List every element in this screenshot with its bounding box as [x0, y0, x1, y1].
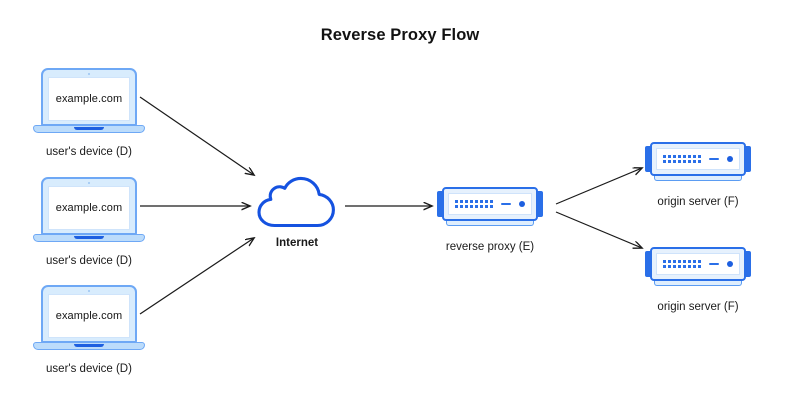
server-ear-left [645, 251, 654, 277]
server-icon [645, 245, 751, 291]
laptop-icon: example.com [33, 68, 145, 138]
server-body [650, 247, 746, 281]
edge-proxy-origin2 [555, 211, 642, 248]
laptop-screen-text: example.com [55, 93, 123, 105]
node-label-origin-2: origin server (F) [657, 301, 739, 313]
page-title: Reverse Proxy Flow [320, 26, 480, 44]
edge-proxy-origin1 [555, 168, 642, 205]
laptop-screen: example.com [48, 294, 130, 338]
server-vent-dots [663, 155, 701, 163]
laptop-screen-text: example.com [55, 202, 123, 214]
node-client-2[interactable]: example.com user's device (D) [33, 177, 145, 268]
node-label-origin-1: origin server (F) [657, 196, 739, 208]
node-label-client-2: user's device (D) [46, 255, 132, 267]
node-client-3[interactable]: example.com user's device (D) [33, 285, 145, 376]
laptop-screen: example.com [48, 77, 130, 121]
server-ear-right [742, 146, 751, 172]
node-reverse-proxy[interactable]: reverse proxy (E) [437, 185, 543, 254]
server-ear-right [742, 251, 751, 277]
server-body [442, 187, 538, 221]
laptop-notch [74, 126, 104, 130]
server-face [656, 148, 740, 170]
server-led-indicator [727, 261, 733, 267]
server-face [448, 193, 532, 215]
server-vent-dots [663, 260, 701, 268]
server-body [650, 142, 746, 176]
laptop-icon: example.com [33, 177, 145, 247]
laptop-camera-icon [88, 289, 90, 292]
server-slot-line [709, 158, 719, 160]
node-client-1[interactable]: example.com user's device (D) [33, 68, 145, 159]
server-ear-left [645, 146, 654, 172]
laptop-lid: example.com [41, 68, 137, 126]
node-internet[interactable]: Internet [256, 175, 338, 250]
edge-client1-internet [139, 96, 254, 175]
node-label-client-3: user's device (D) [46, 363, 132, 375]
laptop-notch [74, 343, 104, 347]
laptop-notch [74, 235, 104, 239]
server-slot-line [709, 263, 719, 265]
server-foot [654, 281, 742, 286]
laptop-camera-icon [88, 72, 90, 75]
laptop-screen-text: example.com [55, 310, 123, 322]
laptop-screen: example.com [48, 186, 130, 230]
server-foot [654, 176, 742, 181]
server-foot [446, 221, 534, 226]
laptop-lid: example.com [41, 177, 137, 235]
node-label-reverse-proxy: reverse proxy (E) [445, 241, 535, 253]
node-origin-1[interactable]: origin server (F) [645, 140, 751, 209]
edge-client3-internet [139, 238, 254, 315]
server-icon [437, 185, 543, 231]
server-icon [645, 140, 751, 186]
cloud-icon [256, 175, 338, 231]
server-led-indicator [727, 156, 733, 162]
node-label-internet: Internet [275, 237, 319, 249]
server-ear-right [534, 191, 543, 217]
server-face [656, 253, 740, 275]
node-label-client-1: user's device (D) [46, 146, 132, 158]
laptop-icon: example.com [33, 285, 145, 355]
server-slot-line [501, 203, 511, 205]
node-origin-2[interactable]: origin server (F) [645, 245, 751, 314]
laptop-camera-icon [88, 181, 90, 184]
server-vent-dots [455, 200, 493, 208]
laptop-lid: example.com [41, 285, 137, 343]
server-ear-left [437, 191, 446, 217]
server-led-indicator [519, 201, 525, 207]
